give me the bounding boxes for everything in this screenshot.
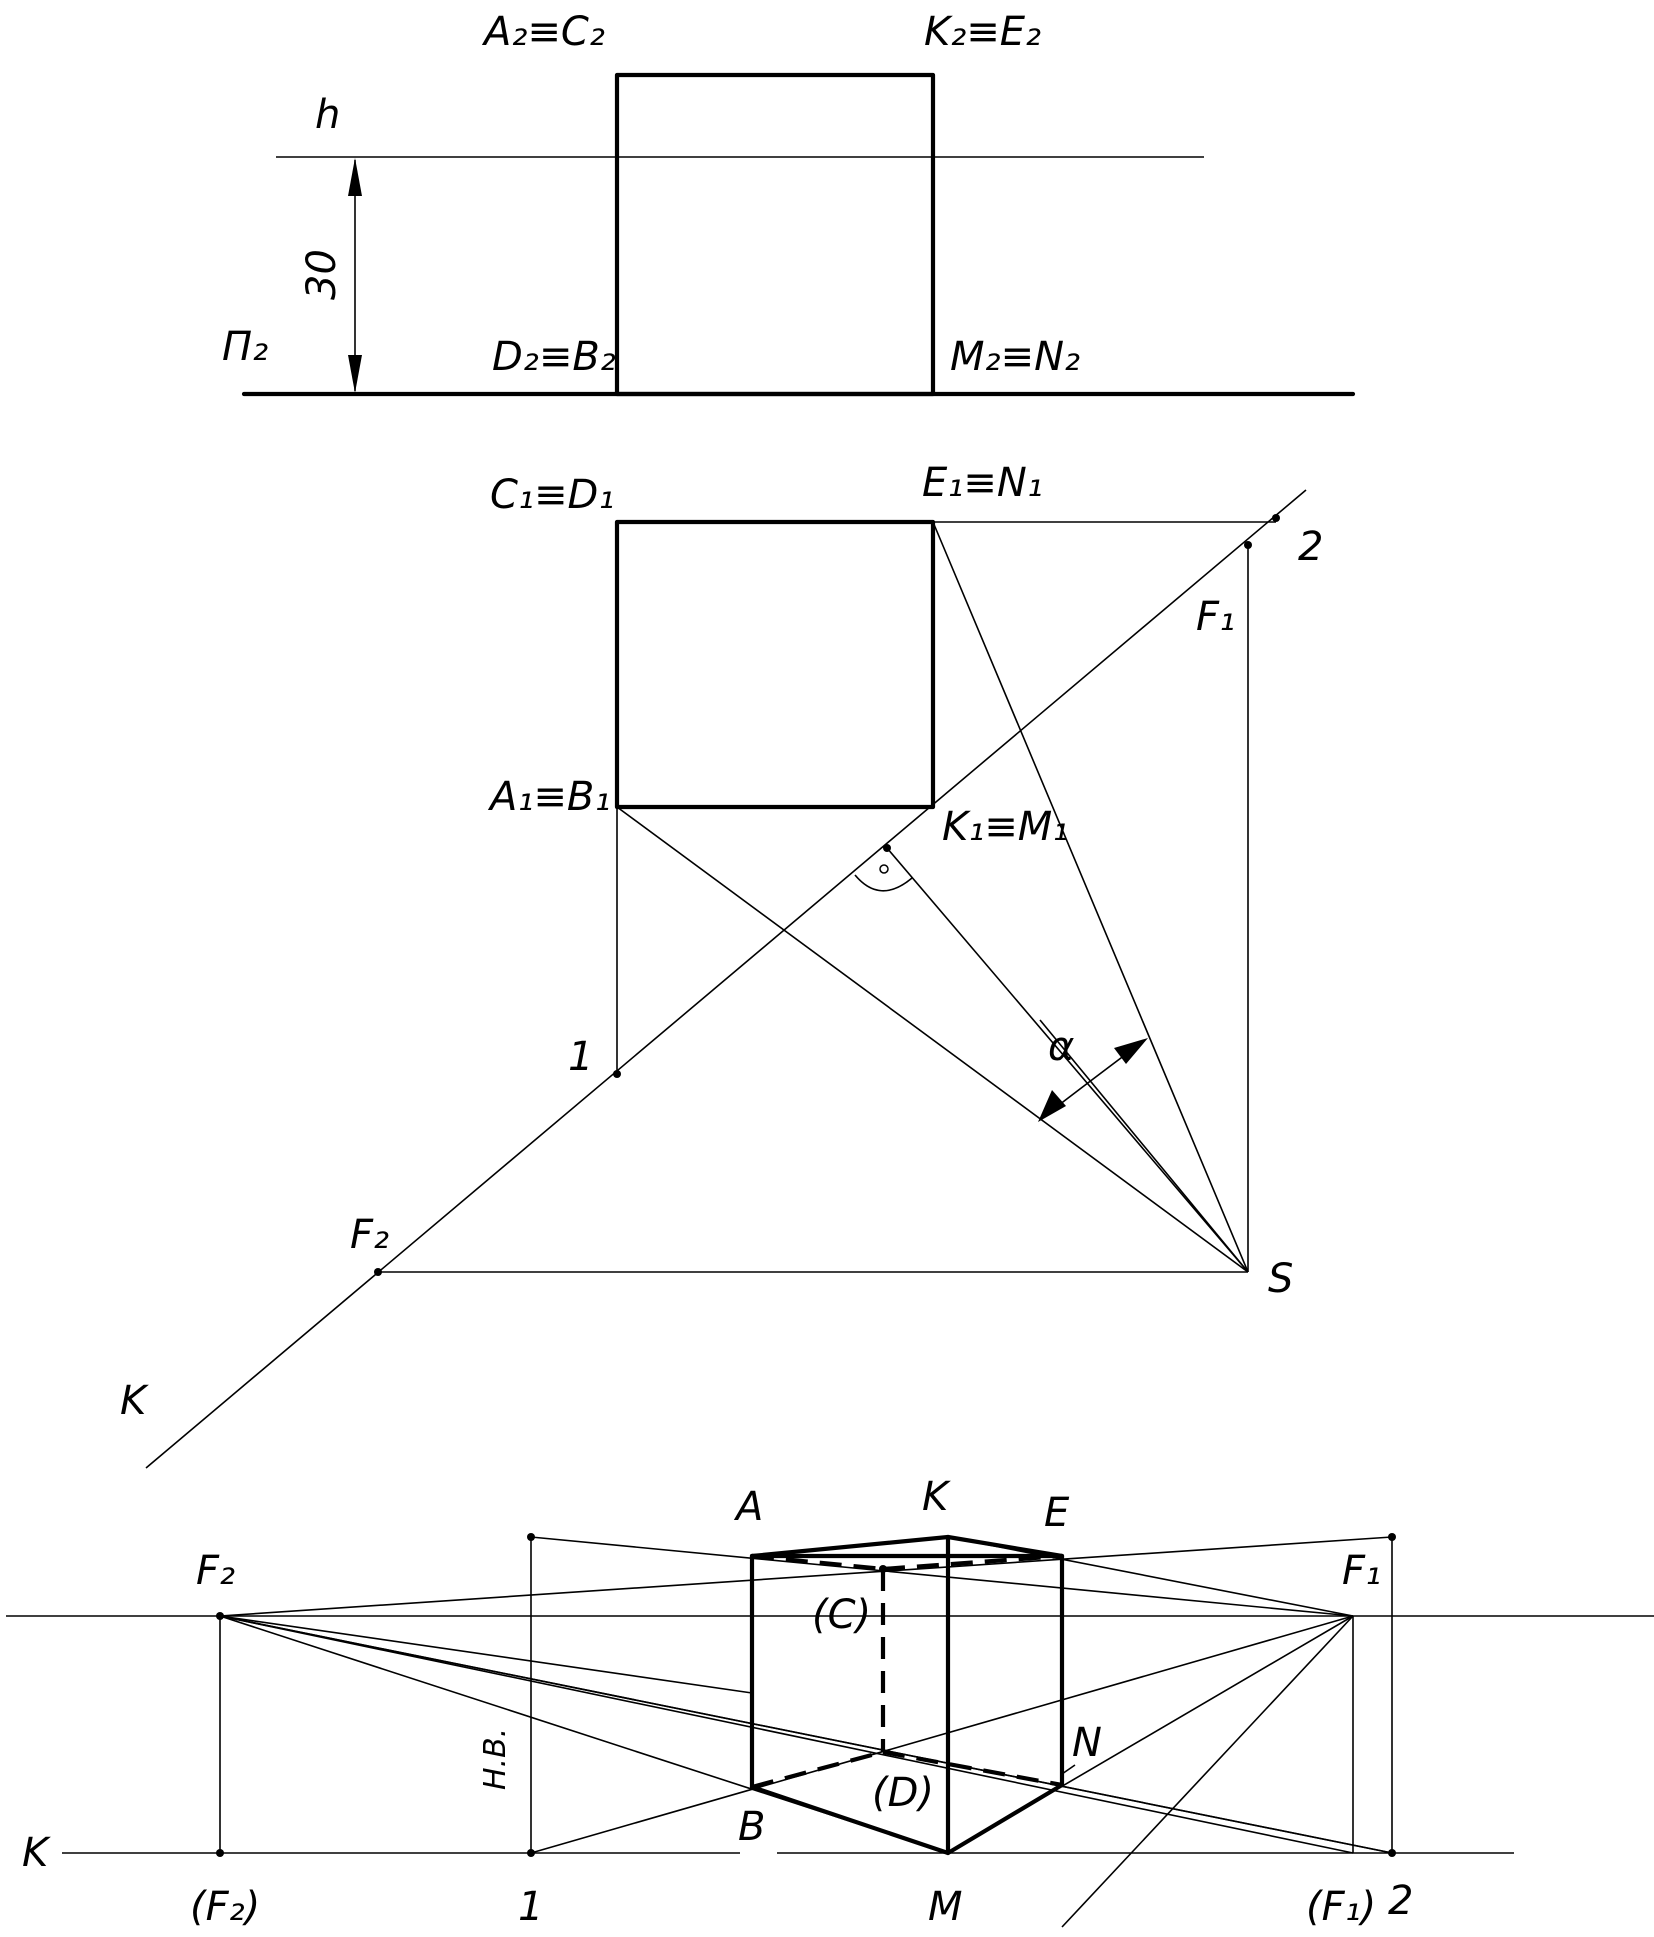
label-k1-m1: K₁≡M₁ xyxy=(942,804,1068,850)
perspective-view: A K E (C) N (D) B M F₁ F₂ (F₂) (F₁) 1 2 … xyxy=(6,1474,1654,1930)
label-c1-d1: C₁≡D₁ xyxy=(490,472,614,518)
construction-line xyxy=(219,1615,753,1694)
label-k2-e2: K₂≡E₂ xyxy=(924,9,1041,55)
visible-bottom-edges xyxy=(749,1782,1065,1856)
construction-line xyxy=(530,1615,1354,1854)
point-2-base xyxy=(1388,1849,1396,1857)
label-nv: Н.В. xyxy=(478,1728,513,1790)
label-f2-base: (F₂) xyxy=(190,1884,260,1930)
point-k1 xyxy=(883,844,891,852)
label-b: B xyxy=(738,1804,765,1850)
point-nv-top xyxy=(527,1533,535,1541)
label-m2-n2: M₂≡N₂ xyxy=(950,334,1080,380)
label-2-top: 2 xyxy=(1298,524,1323,570)
alpha-arrow-right xyxy=(1114,1038,1148,1064)
label-a2-c2: A₂≡C₂ xyxy=(481,9,605,55)
point-2-top-persp xyxy=(1388,1533,1396,1541)
label-a1-b1: A₁≡B₁ xyxy=(487,774,610,820)
dimension-arrow-top xyxy=(348,158,362,196)
point-f2-top xyxy=(374,1268,382,1276)
hidden-edge-d-n xyxy=(882,1749,1063,1788)
construction-line xyxy=(219,1615,1393,1854)
label-k-base: K xyxy=(22,1830,51,1876)
front-view: 30 A₂≡C₂ K₂≡E₂ h D₂≡B₂ M₂≡N₂ П₂ xyxy=(222,9,1356,397)
construction-line xyxy=(219,1536,1393,1617)
label-n: N xyxy=(1072,1720,1102,1766)
label-k: K xyxy=(922,1474,951,1520)
label-f1-base: (F₁) xyxy=(1306,1884,1376,1930)
point-f1-top xyxy=(1244,541,1252,549)
construction-line xyxy=(1061,1615,1354,1928)
point-f2-persp xyxy=(216,1612,224,1620)
point-1-base xyxy=(527,1849,535,1857)
label-1-top: 1 xyxy=(568,1034,593,1080)
ray-s-a1 xyxy=(616,806,1249,1273)
dimension-arrow-bottom xyxy=(348,355,362,393)
label-a: A xyxy=(733,1484,763,1530)
label-m: M xyxy=(928,1884,963,1930)
label-e: E xyxy=(1044,1490,1070,1536)
label-alpha: α xyxy=(1048,1024,1074,1070)
hidden-edge-c-e xyxy=(882,1553,1063,1572)
hidden-edge-a-c xyxy=(751,1553,884,1572)
visible-top-edges xyxy=(749,1534,1065,1559)
label-e1-n1: E₁≡N₁ xyxy=(922,460,1043,506)
label-d2-b2: D₂≡B₂ xyxy=(492,334,616,380)
right-angle-dot xyxy=(879,864,889,874)
point-f2-base xyxy=(216,1849,224,1857)
label-2-base: 2 xyxy=(1388,1878,1413,1924)
hidden-edge-b-d xyxy=(751,1749,884,1790)
label-f1-persp: F₁ xyxy=(1342,1548,1381,1594)
top-view-square xyxy=(614,519,936,810)
label-k-top: K xyxy=(120,1378,149,1424)
dimension-value-30: 30 xyxy=(299,249,345,300)
label-h: h xyxy=(315,92,340,138)
construction-line xyxy=(1061,1764,1076,1775)
alpha-arrow-left xyxy=(1038,1090,1066,1122)
point-1 xyxy=(613,1070,621,1078)
top-view: α C₁≡D₁ E₁≡N₁ A₁≡B₁ K₁≡M₁ F₁ 2 1 F₂ S K xyxy=(120,460,1323,1469)
label-d: (D) xyxy=(872,1770,934,1816)
label-p2: П₂ xyxy=(222,324,268,370)
right-angle-marker xyxy=(854,874,913,892)
point-2-top xyxy=(1272,514,1280,522)
ray-s-e1 xyxy=(932,521,1249,1273)
point-c xyxy=(879,1565,887,1573)
angle-line-1 xyxy=(1039,1019,1249,1273)
label-s: S xyxy=(1268,1256,1293,1302)
front-view-square xyxy=(614,72,936,397)
principal-ray xyxy=(886,847,1249,1273)
label-1-base: 1 xyxy=(518,1884,543,1930)
picture-plane-trace xyxy=(145,489,1307,1469)
label-f2-top: F₂ xyxy=(350,1212,389,1258)
construction-line xyxy=(219,1615,1354,1854)
construction-line xyxy=(530,1536,1354,1617)
label-f2-persp: F₂ xyxy=(196,1548,235,1594)
label-c: (C) xyxy=(812,1592,871,1638)
label-f1-top: F₁ xyxy=(1196,594,1235,640)
